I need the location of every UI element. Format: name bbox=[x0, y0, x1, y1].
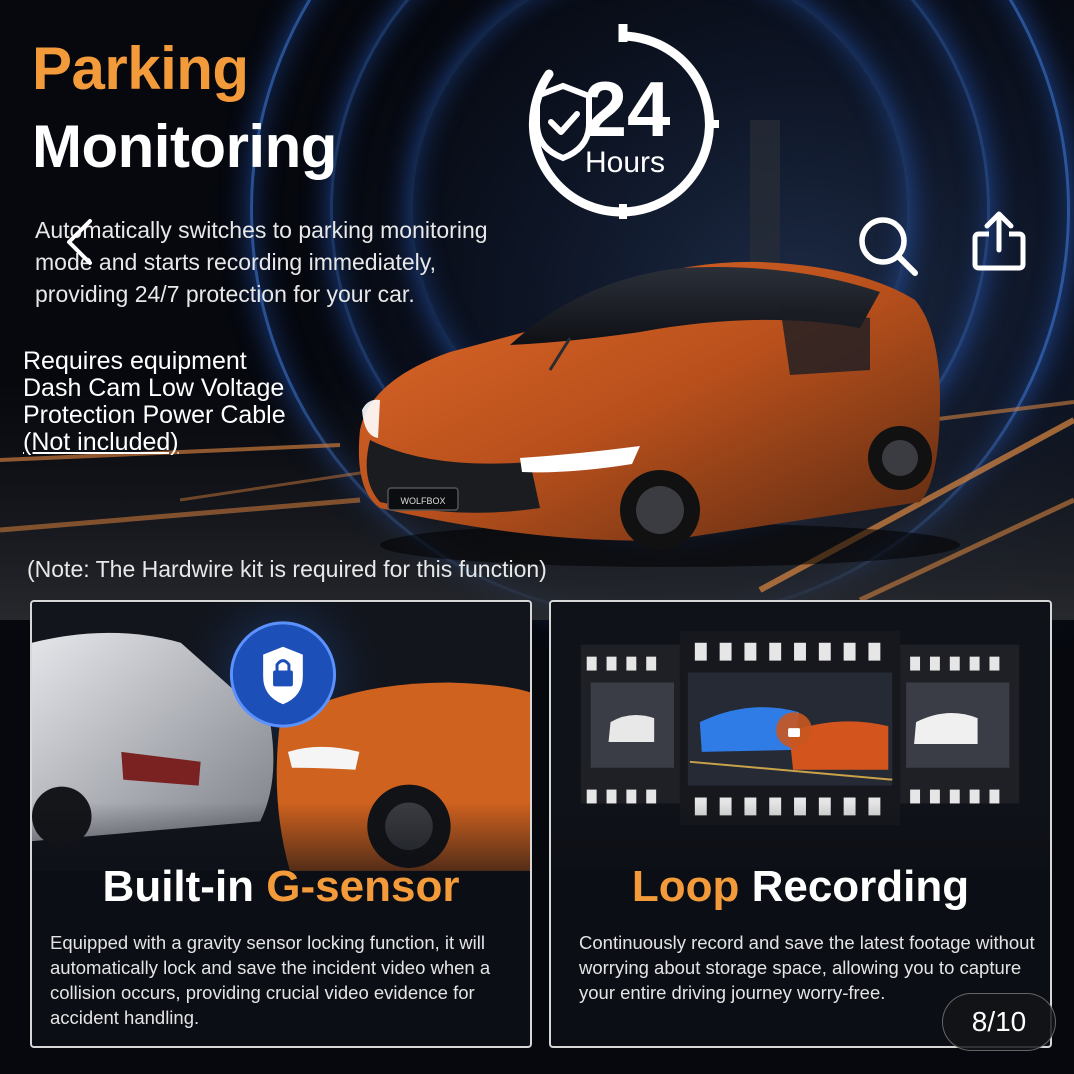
loop-recording-title: Loop Recording bbox=[631, 862, 970, 911]
license-plate: WOLFBOX bbox=[400, 496, 445, 506]
requirement-line: Requires equipment bbox=[23, 347, 247, 375]
requirement-line: Protection Power Cable bbox=[23, 401, 286, 429]
search-button[interactable] bbox=[852, 210, 922, 280]
chevron-left-icon bbox=[67, 219, 92, 265]
g-sensor-title: Built-in G-sensor bbox=[102, 862, 460, 911]
loop-recording-panel: Loop Recording Continuously record and s… bbox=[549, 600, 1052, 1048]
badge-number: 24 bbox=[584, 65, 671, 153]
loop-recording-description: Continuously record and save the latest … bbox=[579, 932, 1035, 1003]
headline-parking: Parking bbox=[32, 35, 249, 102]
feature-description: Automatically switches to parking monito… bbox=[35, 217, 488, 307]
not-included-label: (Not included) bbox=[23, 428, 179, 456]
badge-unit: Hours bbox=[585, 146, 665, 179]
orange-car-illustration: WOLFBOX bbox=[358, 261, 960, 567]
share-button[interactable] bbox=[966, 206, 1032, 276]
equipment-requirement: Requires equipment Dash Cam Low Voltage … bbox=[23, 348, 286, 456]
headline-monitoring: Monitoring bbox=[32, 113, 337, 180]
share-icon bbox=[972, 211, 1026, 271]
search-icon bbox=[859, 217, 918, 276]
24-hours-badge: 24 Hours bbox=[505, 24, 725, 224]
shield-check-icon bbox=[534, 82, 592, 162]
lock-shield-icon bbox=[229, 621, 337, 728]
requirement-line: Dash Cam Low Voltage bbox=[23, 374, 285, 402]
back-button[interactable] bbox=[54, 214, 104, 270]
image-counter: 8/10 bbox=[942, 993, 1056, 1051]
hardwire-note: (Note: The Hardwire kit is required for … bbox=[27, 556, 547, 582]
g-sensor-description: Equipped with a gravity sensor locking f… bbox=[50, 932, 491, 1028]
g-sensor-panel: Built-in G-sensor Equipped with a gravit… bbox=[30, 600, 532, 1048]
